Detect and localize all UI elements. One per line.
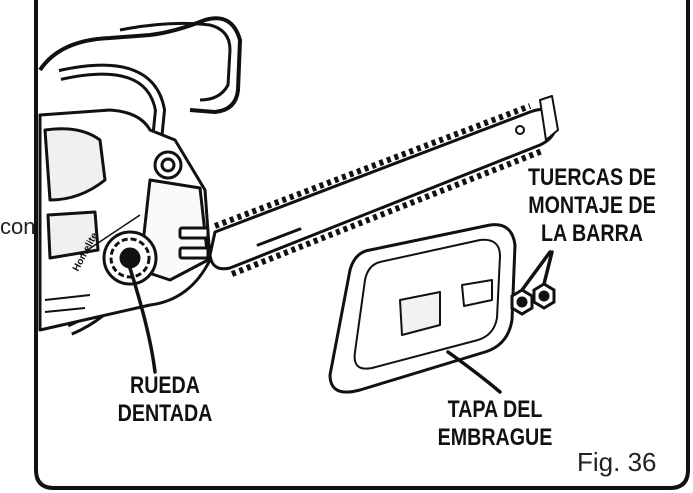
guide-bar (208, 95, 559, 277)
side-text: con (0, 214, 36, 239)
bar-nuts-label-line: LA BARRA (540, 220, 644, 247)
saw-brand-text: Homelite (71, 231, 101, 274)
figure-border (34, 0, 690, 490)
chainsaw-body (38, 16, 242, 336)
figure-number: Fig. 36 (577, 447, 657, 477)
clutch-cover-label-line: TAPA DEL (447, 396, 543, 423)
clutch-cover-label: TAPA DEL EMBRAGUE (434, 396, 557, 452)
clutch-cover (328, 223, 517, 394)
sprocket-label-line: DENTADA (117, 400, 213, 427)
leader-lines (126, 250, 554, 394)
bar-studs (178, 226, 210, 260)
bar-nuts-label-line: MONTAJE DE (528, 192, 656, 219)
bar-nuts (510, 282, 556, 316)
clutch-cover-label-line: EMBRAGUE (437, 424, 553, 451)
sprocket (102, 230, 158, 286)
bar-nuts-label-line: TUERCAS DE (528, 164, 656, 191)
sprocket-label: RUEDA DENTADA (112, 372, 219, 428)
sprocket-label-line: RUEDA (130, 372, 200, 399)
bar-nuts-label: TUERCAS DE MONTAJE DE LA BARRA (526, 164, 657, 248)
saw-brand-logo: Homelite (71, 231, 101, 274)
